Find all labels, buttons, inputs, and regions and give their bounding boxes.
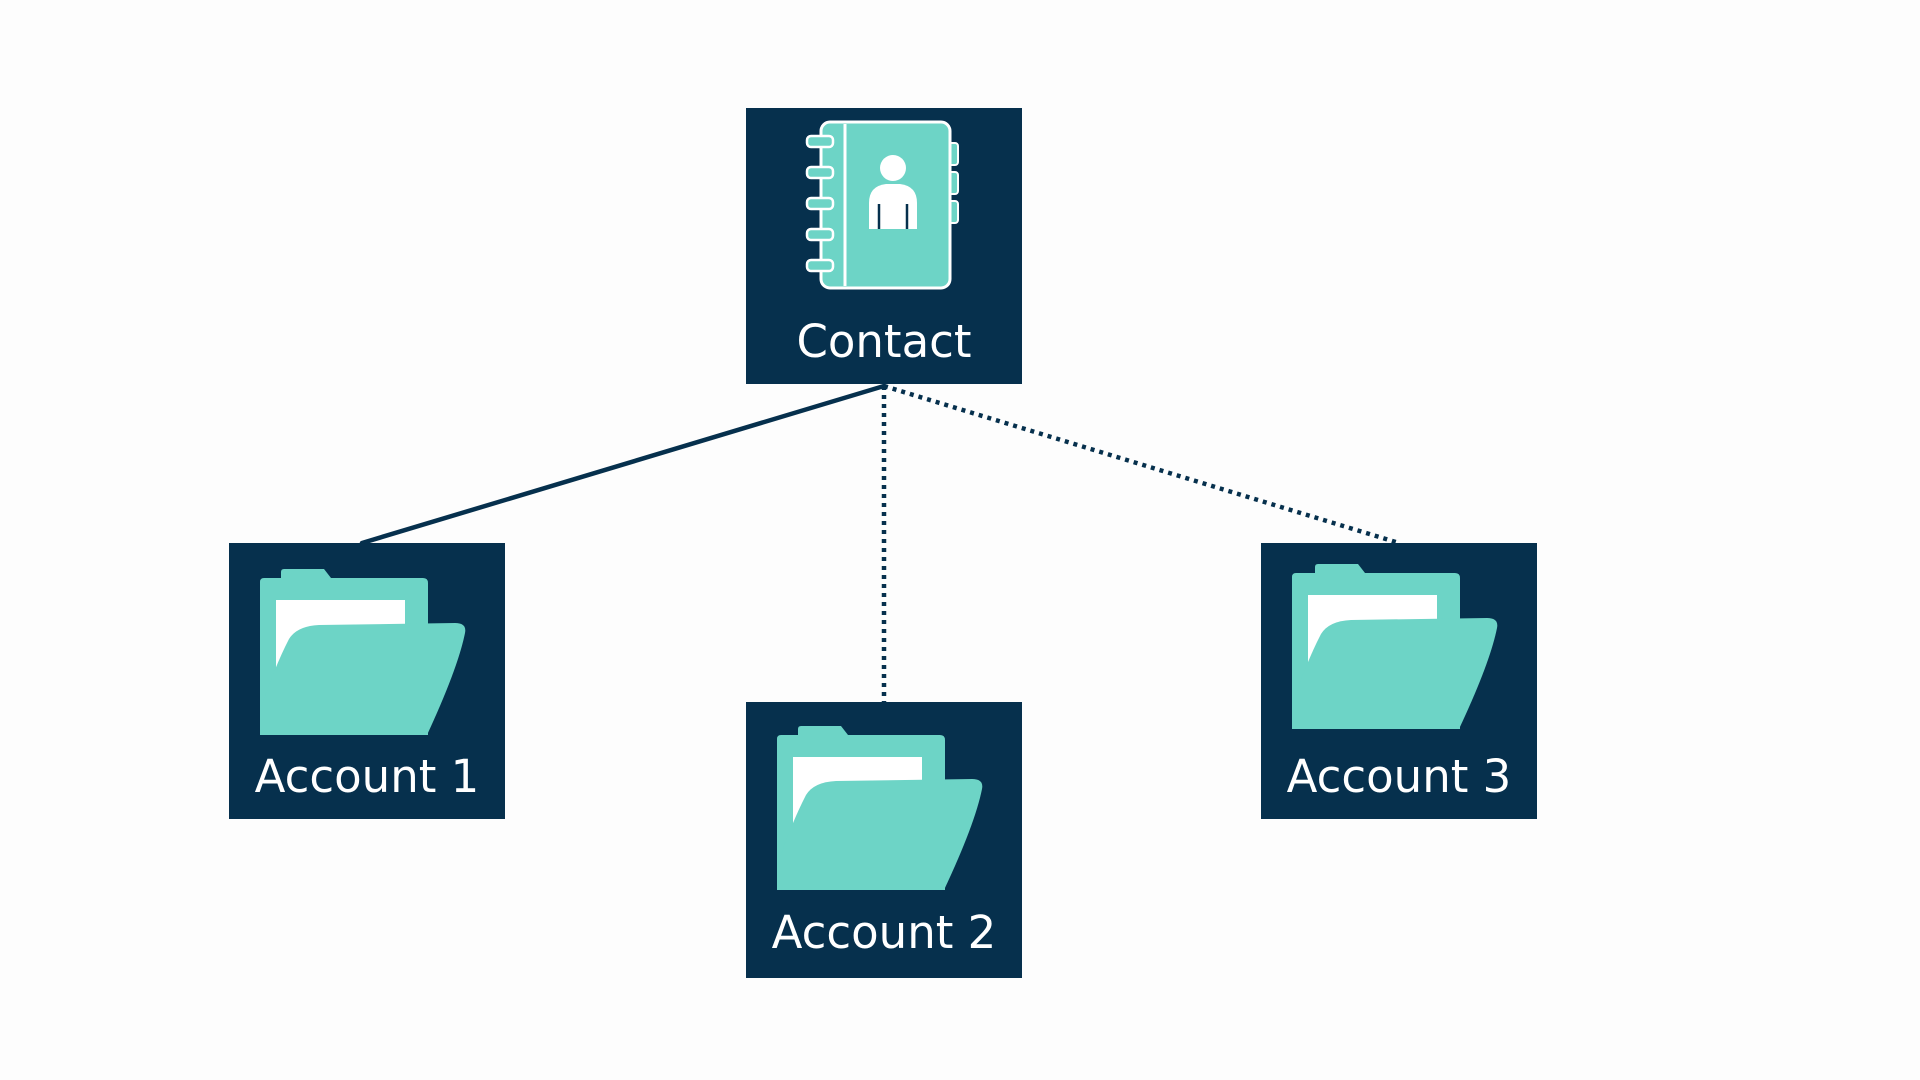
connector-contact-account-3: [883, 383, 1400, 546]
connector-contact-account-1: [359, 383, 887, 546]
contact-label: Contact: [796, 315, 972, 368]
contact-node[interactable]: Contact: [746, 108, 1022, 384]
account-3-node[interactable]: Account 3: [1261, 543, 1537, 819]
open-folder-icon: [1292, 564, 1498, 729]
account-1-label: Account 1: [254, 750, 480, 803]
contact-book-icon: [805, 120, 959, 290]
open-folder-icon: [260, 569, 466, 735]
account-3-label: Account 3: [1286, 750, 1512, 803]
open-folder-icon: [777, 726, 983, 890]
account-2-node[interactable]: Account 2: [746, 702, 1022, 978]
account-1-node[interactable]: Account 1: [229, 543, 505, 819]
account-2-label: Account 2: [771, 906, 997, 959]
